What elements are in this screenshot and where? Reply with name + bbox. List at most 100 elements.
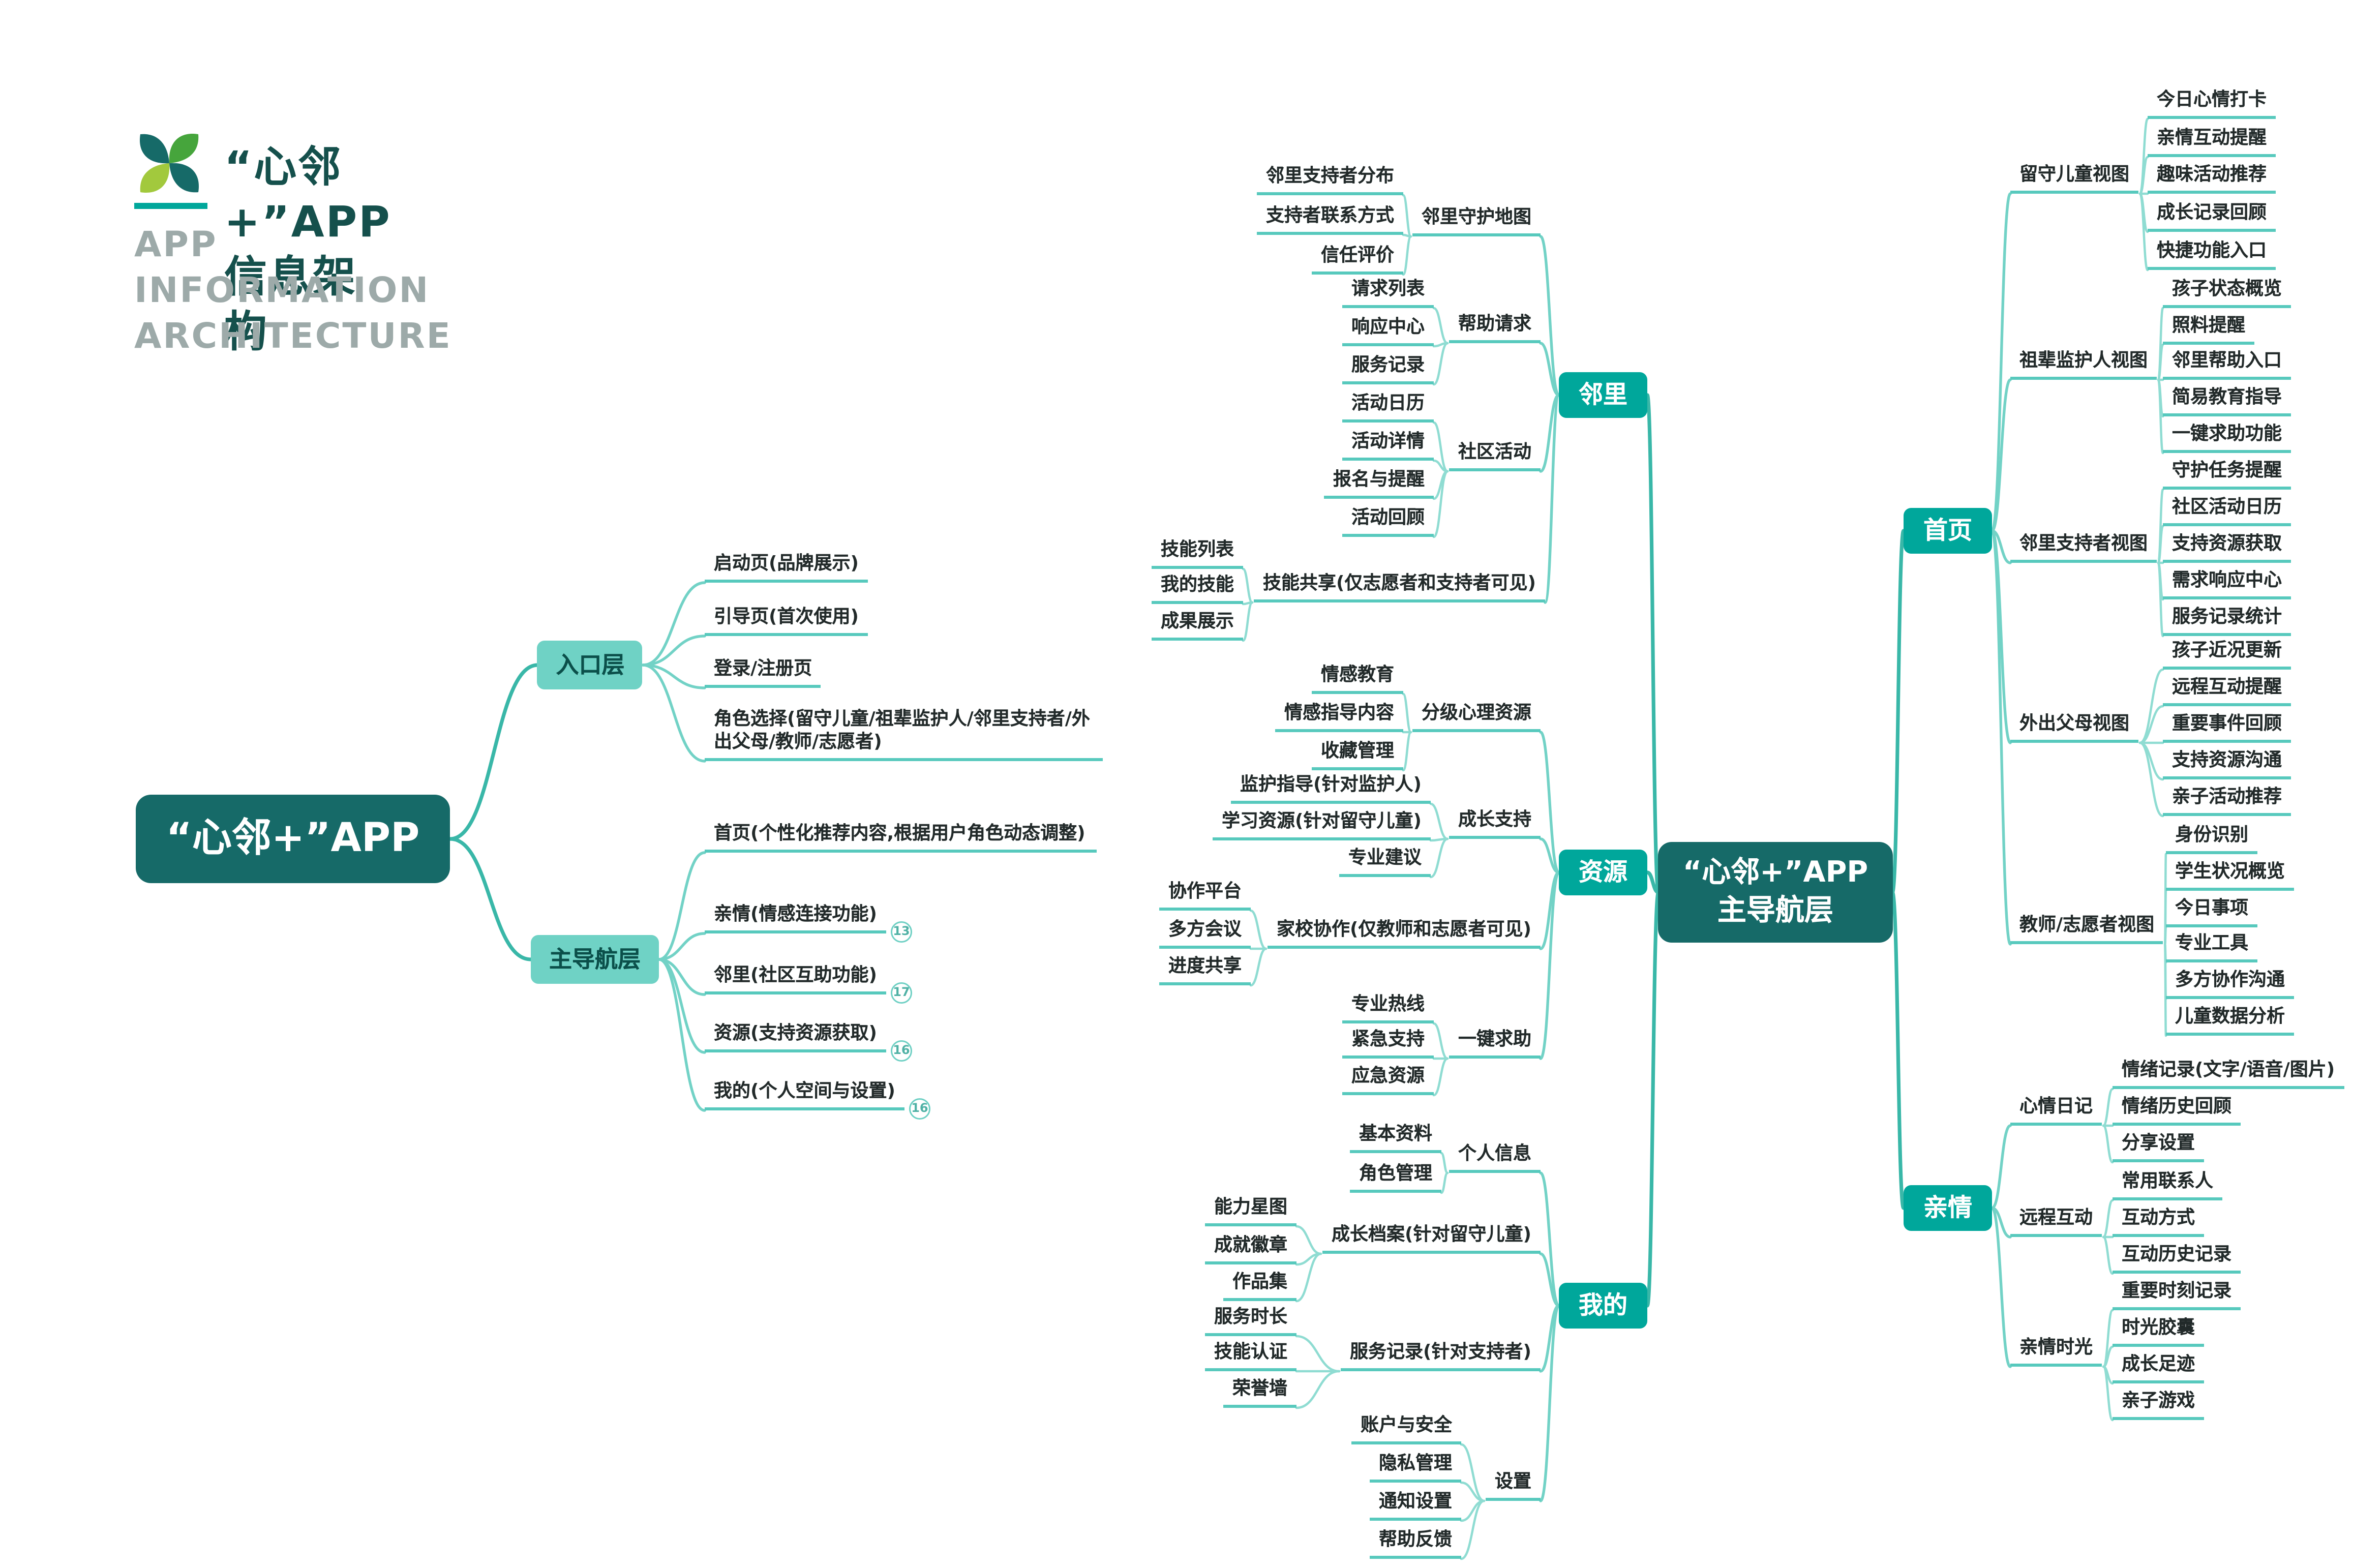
leaf-node: 服务记录 (1342, 351, 1434, 384)
node-label: 邻里支持者分布 (1265, 165, 1394, 186)
node-label: 紧急支持 (1351, 1028, 1425, 1049)
group-node: 社区活动 (1449, 438, 1541, 471)
node-label: 邻里帮助入口 (2172, 349, 2282, 371)
node-label: 社区活动日历 (2172, 496, 2282, 517)
node-label: 设置 (1494, 1470, 1531, 1492)
leaf-node: 互动方式 (2113, 1203, 2205, 1237)
node-label: 活动日历 (1351, 392, 1425, 413)
connector-line (1295, 1370, 1341, 1409)
node-label: 进度共享 (1168, 955, 1242, 976)
group-node: 心情日记 (2010, 1092, 2102, 1126)
section-node: 首页 (1904, 508, 1992, 554)
node-label: 社区活动 (1458, 441, 1531, 462)
node-label: 祖辈监护人视图 (2019, 349, 2148, 371)
count-badge: 17 (890, 982, 912, 1004)
connector-line (1539, 837, 1560, 874)
connector-line (1645, 890, 1661, 1308)
node-label: 教师/志愿者视图 (2019, 914, 2155, 935)
item-node: 资源(支持资源获取)16 (705, 1019, 912, 1062)
leaf-node: 服务时长 (1204, 1303, 1296, 1336)
leaf-node: 角色管理 (1349, 1159, 1441, 1193)
node-label: 成长记录回顾 (2157, 201, 2267, 223)
leaf-node: 需求响应中心 (2163, 566, 2291, 599)
leaf-node: 紧急支持 (1342, 1025, 1434, 1059)
node-label: 远程互动提醒 (2172, 676, 2282, 697)
node-label: 分享设置 (2122, 1132, 2195, 1153)
node-label: 角色管理 (1359, 1162, 1432, 1184)
node-label: 服务记录统计 (2172, 606, 2282, 627)
leaf-node: 专业工具 (2166, 929, 2258, 962)
leaf-node: 服务记录统计 (2163, 602, 2291, 636)
leaf-node: 互动历史记录 (2113, 1240, 2241, 1274)
node-label: 报名与提醒 (1333, 468, 1425, 490)
node-label: 我的 (1578, 1290, 1627, 1319)
leaf-node: 请求列表 (1342, 275, 1434, 308)
leaf-node: 今日事项 (2166, 894, 2258, 927)
node-label: 快捷功能入口 (2157, 239, 2267, 261)
node-label: 家校协作(仅教师和志愿者可见) (1277, 918, 1531, 940)
node-label: 亲子活动推荐 (2172, 786, 2282, 807)
node-label: 主导航层 (1717, 894, 1833, 927)
leaf-node: 守护任务提醒 (2163, 456, 2291, 490)
node-label: 信任评价 (1320, 244, 1394, 265)
leaf-node: 儿童数据分析 (2166, 1002, 2295, 1036)
node-label: 隐私管理 (1378, 1452, 1452, 1473)
app-root-node: “心邻+”APP (135, 795, 450, 883)
node-label: 活动详情 (1351, 430, 1425, 451)
node-label: 孩子状态概览 (2172, 278, 2282, 299)
leaf-node: 重要事件回顾 (2163, 709, 2291, 743)
connector-line (1429, 837, 1449, 879)
leaf-node: 支持资源沟通 (2163, 746, 2291, 779)
connector-line (1460, 1443, 1486, 1502)
node-label: 资源(支持资源获取) (714, 1022, 877, 1043)
node-label: 亲情 (1923, 1193, 1973, 1222)
node-label: 技能认证 (1214, 1341, 1287, 1362)
leaf-node: 常用联系人 (2113, 1167, 2223, 1200)
node-label: 邻里(社区互助功能) (714, 964, 877, 985)
group-node: 设置 (1485, 1467, 1541, 1501)
node-label: 支持资源获取 (2172, 532, 2282, 554)
leaf-node: 孩子近况更新 (2163, 636, 2291, 670)
connector-line (1429, 802, 1449, 840)
node-label: 专业热线 (1351, 993, 1425, 1014)
connector-line (1402, 731, 1412, 772)
node-label: 成就徽章 (1214, 1234, 1287, 1255)
leaf-node: 身份识别 (2166, 821, 2258, 854)
node-label: 能力星图 (1214, 1196, 1287, 1217)
node-label: 帮助请求 (1458, 313, 1531, 334)
node-label: 角色选择(留守儿童/祖辈监护人/邻里支持者/外出父母/教师/志愿者) (714, 708, 1090, 752)
node-label: 重要时刻记录 (2122, 1280, 2232, 1301)
connector-line (1432, 342, 1449, 386)
group-node: 个人信息 (1449, 1139, 1541, 1173)
node-label: 重要事件回顾 (2172, 712, 2282, 734)
node-label: 支持资源沟通 (2172, 749, 2282, 770)
connector-line (1432, 470, 1449, 538)
item-node: 邻里(社区互助功能) 17 (705, 961, 912, 1004)
leaf-node: 情感指导内容 (1275, 699, 1403, 732)
connector-line (641, 664, 706, 763)
node-label: 邻里支持者视图 (2019, 532, 2148, 554)
node-label: 孩子近况更新 (2172, 639, 2282, 660)
leaf-node: 社区活动日历 (2163, 493, 2291, 526)
connector-line (2138, 192, 2149, 272)
node-label: 专业工具 (2175, 932, 2249, 953)
leaf-node: 基本资料 (1349, 1120, 1441, 1153)
leaf-node: 应急资源 (1342, 1062, 1434, 1095)
node-label: 成长支持 (1458, 808, 1531, 830)
leaf-node: 成就徽章 (1204, 1231, 1296, 1264)
node-label: 支持者联系方式 (1265, 204, 1394, 226)
node-label: 远程互动 (2019, 1207, 2093, 1228)
group-node: 成长支持 (1449, 805, 1541, 839)
node-label: 情感指导内容 (1284, 702, 1394, 723)
leaf-node: 账户与安全 (1351, 1411, 1461, 1444)
leaf-node: 作品集 (1223, 1268, 1296, 1301)
leaf-node: 亲子活动推荐 (2163, 782, 2291, 816)
leaf-node: 重要时刻记录 (2113, 1277, 2241, 1310)
node-label: 分级心理资源 (1421, 702, 1531, 723)
connector-line (1539, 1304, 1560, 1502)
group-node: 教师/志愿者视图 (2010, 911, 2164, 944)
connector-line (1539, 394, 1560, 473)
